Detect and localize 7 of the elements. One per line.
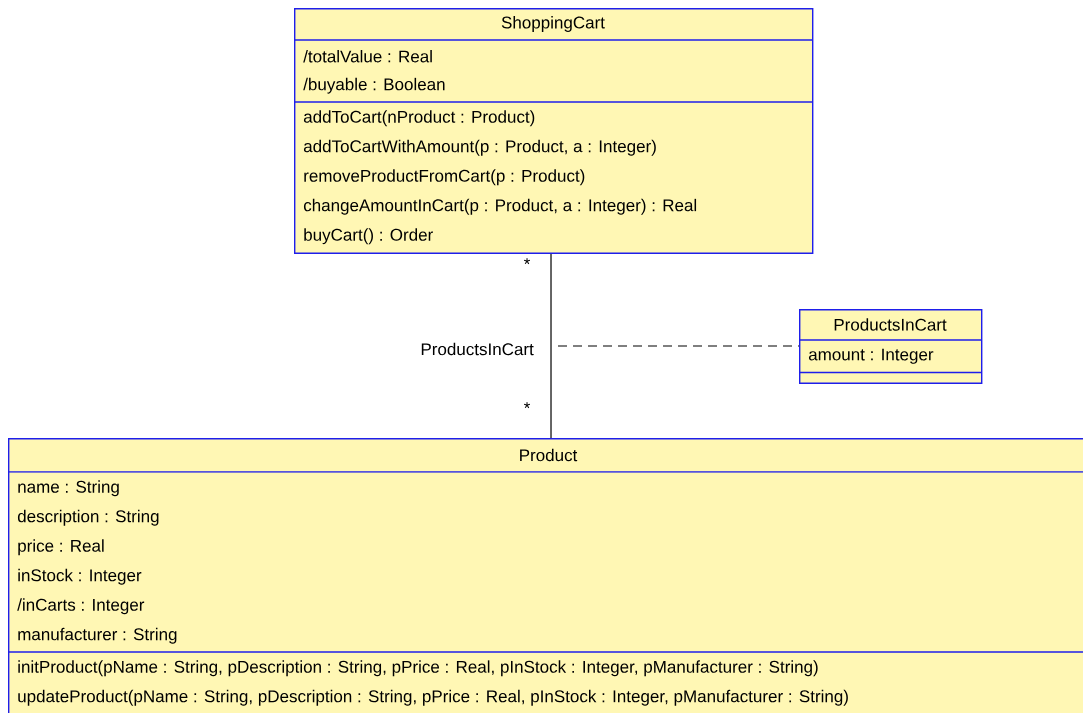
edge-label: ProductsInCart	[419, 341, 535, 357]
association-line	[550, 253, 552, 439]
class-box: ShoppingCart /totalValue : Real /buyable : Boolean addToCart(nProduct : Product) addToCartWithAmount(p : Product, a : Integer) removeProductFromCart(p : Product) changeAmountInCart(p : Product, a : Integer) : Real buyCart() : Order	[293, 8, 814, 254]
class-box: ProductsInCart amount : Integer	[798, 309, 983, 384]
multiplicity: *	[523, 402, 531, 409]
association-class-link	[557, 345, 800, 347]
class-box: Product name : String description : String price : Real inStock : Integer /inCarts : Integer manufacturer : String initProduct(pName : String, pDescription : String, pPrice : Real, pInStock : Integer, pManufacturer : String) updateProduct(pName : String, pDescription : String, pPrice : Real, pInStock : Integer, pManufacturer : String)	[7, 438, 1083, 713]
